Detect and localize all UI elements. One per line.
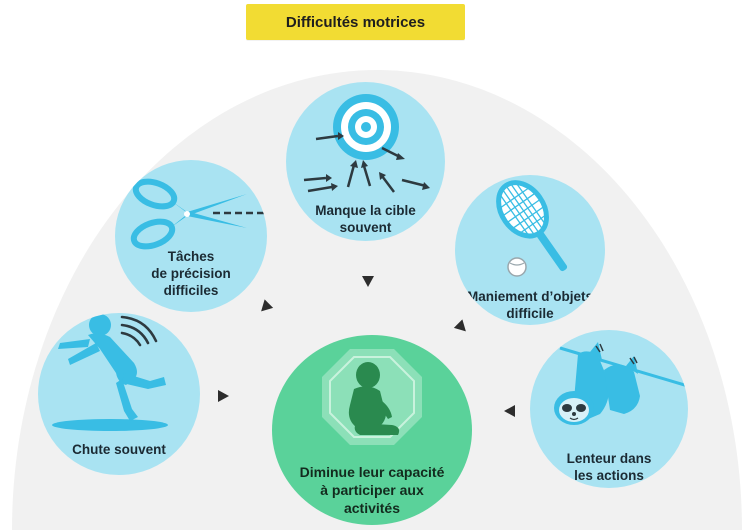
tennis-racket-icon	[496, 180, 568, 277]
arrow-falls-to-center	[218, 390, 229, 402]
node-falls: Chute souvent	[38, 313, 200, 475]
node-center: Diminue leur capacité à participer aux a…	[272, 335, 472, 525]
node-objects: Maniement d’objets difficile	[455, 175, 605, 325]
node-objects-label: Maniement d’objets difficile	[466, 289, 593, 321]
falling-child-icon	[52, 314, 168, 431]
sitting-child-icon	[322, 349, 422, 445]
node-precision: Tâches de précision difficiles	[115, 160, 267, 312]
node-slowness-label: Lenteur dans les actions	[566, 451, 652, 483]
node-precision-label: Tâches de précision difficiles	[151, 249, 231, 298]
node-center-label: Diminue leur capacité à participer aux a…	[299, 464, 445, 516]
title-badge: Difficultés motrices	[246, 4, 465, 40]
arrow-slowness-to-center	[504, 405, 515, 417]
page-title: Difficultés motrices	[285, 13, 426, 31]
arrow-target-to-center	[362, 276, 374, 287]
node-target-label: Manque la cible souvent	[315, 203, 416, 235]
scissors-icon	[130, 178, 267, 250]
node-falls-label: Chute souvent	[72, 442, 166, 457]
node-target: Manque la cible souvent	[286, 82, 445, 241]
node-slowness: Lenteur dans les actions	[530, 330, 688, 488]
sloth-icon	[554, 342, 688, 425]
target-icon	[303, 94, 430, 193]
